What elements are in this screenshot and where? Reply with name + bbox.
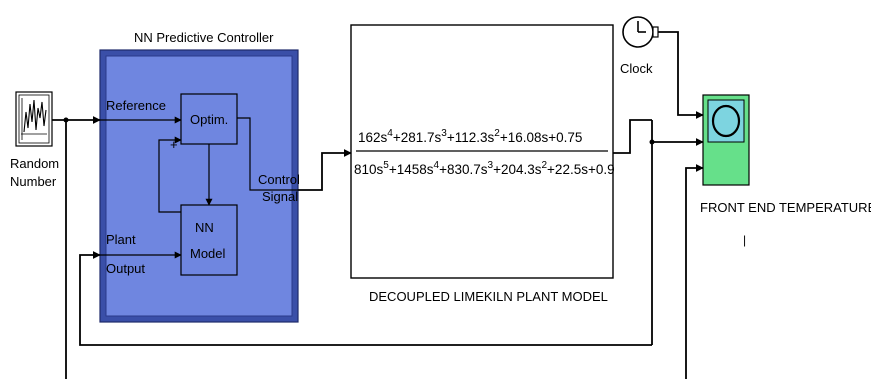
den-exp-3: 3 [488,160,494,171]
control-port-label: Control [258,172,300,187]
plant-port-label: Plant [106,232,136,247]
den-term-2: +1458s [389,162,434,177]
den-exp-4: 2 [541,160,547,171]
model-label: Model [190,246,226,261]
den-term-1: 810s [354,162,384,177]
num-term-2: +281.7s [393,130,442,145]
clock-icon [622,16,659,48]
signal-lines [52,31,704,379]
den-term-3: +830.7s [439,162,488,177]
output-port-label: Output [106,261,145,276]
reference-port-label: Reference [106,98,166,113]
num-exp-2: 3 [441,128,447,139]
plant-model-block[interactable]: 162s4+281.7s3+112.3s2+16.08s+0.75 810s5+… [350,24,615,279]
clock-label: Clock [620,61,653,76]
num-term-3: +112.3s [447,130,495,145]
transfer-numerator: 162s4+281.7s3+112.3s2+16.08s+0.75 [358,128,582,145]
random-label-line1: Random [10,156,59,171]
num-exp-1: 4 [387,128,393,139]
num-term-1: 162s [358,130,388,145]
clock-block[interactable] [622,16,659,48]
den-term-5: +22.5s+0.9 [547,162,615,177]
nn-label: NN [195,220,214,235]
controller-internal-wiring [100,116,298,259]
num-term-4: +16.08s+0.75 [500,130,583,145]
scope-cursor-mark: | [743,233,746,247]
scope-block[interactable] [702,94,750,186]
den-exp-2: 4 [434,160,440,171]
controller-title: NN Predictive Controller [134,30,274,45]
scope-screen-icon [711,104,741,138]
scope-label: FRONT END TEMPERATURE [700,200,871,215]
random-label-line2: Number [10,174,57,189]
plus-sign: + [170,137,178,152]
optim-label: Optim. [190,112,228,127]
den-term-4: +204.3s [493,162,542,177]
plant-caption: DECOUPLED LIMEKILN PLANT MODEL [369,289,608,304]
transfer-denominator: 810s5+1458s4+830.7s3+204.3s2+22.5s+0.9 [354,160,615,177]
den-exp-1: 5 [383,160,389,171]
num-exp-3: 2 [494,128,500,139]
signal-port-label: Signal [262,189,298,204]
random-waveform-icon [21,98,47,140]
random-number-block[interactable] [15,91,53,147]
nn-predictive-controller-block[interactable] [99,49,299,323]
